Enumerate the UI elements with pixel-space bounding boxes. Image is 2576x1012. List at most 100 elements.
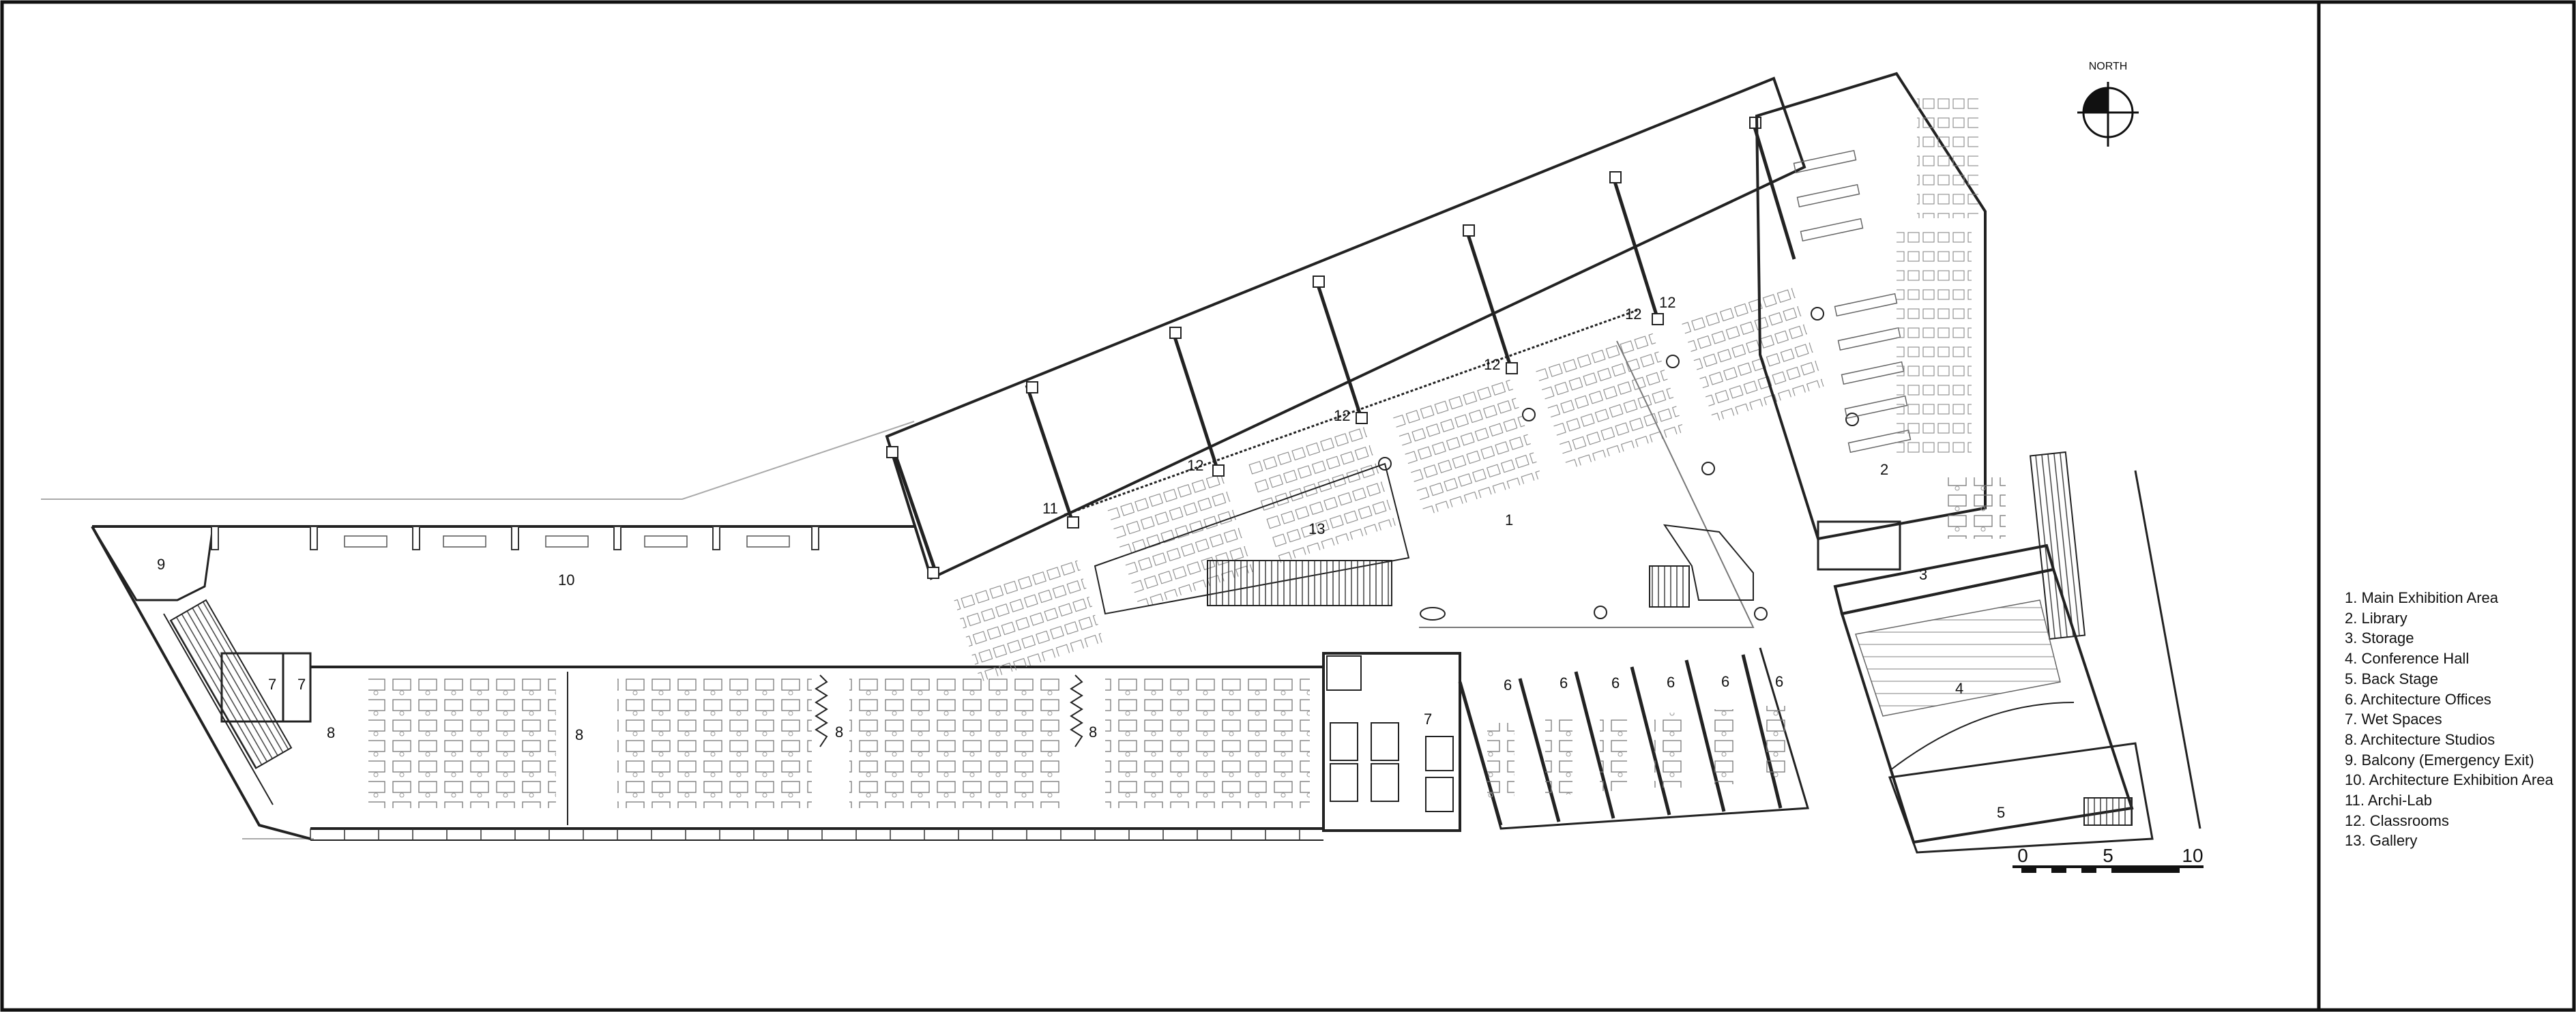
offices-block bbox=[1458, 647, 1809, 830]
scale-tick-5: 5 bbox=[2103, 845, 2113, 866]
classroom-wing bbox=[885, 76, 1824, 682]
studio-desks-a bbox=[368, 675, 556, 808]
library-computer-area bbox=[1941, 477, 2006, 539]
room-legend: 1. Main Exhibition Area 2. Library 3. St… bbox=[2345, 588, 2570, 851]
room-label-12-e: 12 bbox=[1659, 294, 1675, 311]
legend-item-5: 5. Back Stage bbox=[2345, 670, 2438, 687]
toilet-stalls bbox=[1330, 722, 1454, 812]
office-desks bbox=[1487, 706, 1791, 798]
office-dividers bbox=[1458, 654, 1783, 826]
classroom-dividers bbox=[892, 122, 1796, 574]
room-label-8-a: 8 bbox=[327, 724, 335, 741]
central-hall bbox=[1094, 307, 1859, 628]
legend-item-7: 7. Wet Spaces bbox=[2345, 711, 2442, 728]
room-label-7-b: 7 bbox=[297, 676, 306, 693]
exhibition-display-cases bbox=[344, 535, 790, 548]
north-label: NORTH bbox=[2089, 61, 2128, 72]
room-label-7-c: 7 bbox=[1424, 711, 1432, 728]
classroom-wing-corridor-wall bbox=[1064, 309, 1638, 516]
room-label-12-c: 12 bbox=[1484, 356, 1500, 373]
room-label-2: 2 bbox=[1880, 461, 1888, 478]
room-label-3: 3 bbox=[1919, 566, 1927, 583]
legend-item-8: 8. Architecture Studios bbox=[2345, 730, 2496, 748]
back-stage-stair bbox=[2083, 797, 2133, 826]
library-tables bbox=[1793, 149, 1912, 453]
library-reading-seats bbox=[1897, 232, 1972, 457]
room-label-6-f: 6 bbox=[1775, 673, 1783, 690]
west-diagonal-inner bbox=[163, 613, 274, 805]
studio-desks-c bbox=[849, 675, 1064, 808]
gallery-stair bbox=[1207, 560, 1392, 606]
conference-stage-edge bbox=[1889, 702, 2075, 771]
balcony-outline bbox=[91, 525, 214, 601]
exhibition-hall-columns bbox=[211, 526, 819, 550]
room-label-7-a: 7 bbox=[268, 676, 276, 693]
west-diagonal-wall bbox=[91, 526, 311, 840]
classroom-columns bbox=[886, 117, 1761, 579]
room-label-10: 10 bbox=[558, 571, 574, 589]
room-label-6-a: 6 bbox=[1504, 676, 1512, 694]
room-label-12-a: 12 bbox=[1187, 457, 1203, 474]
room-label-4: 4 bbox=[1955, 680, 1963, 697]
wet-space-central bbox=[1322, 652, 1461, 832]
room-label-6-b: 6 bbox=[1560, 674, 1568, 691]
classroom-wing-outline bbox=[885, 76, 1806, 580]
legend-item-12: 12. Classrooms bbox=[2345, 812, 2449, 829]
room-label-9: 9 bbox=[157, 556, 165, 573]
room-labels: 9 10 13 1 11 12 12 12 12 12 2 3 4 5 7 7 … bbox=[157, 294, 2005, 821]
emergency-stair bbox=[169, 599, 293, 769]
main-hall-boundary bbox=[1419, 340, 1755, 628]
conference-hall-seating bbox=[1855, 599, 2061, 717]
studio-desks-b bbox=[617, 675, 812, 808]
classroom-seats bbox=[953, 282, 1824, 682]
legend-item-4: 4. Conference Hall bbox=[2345, 650, 2470, 668]
legend-item-6: 6. Architecture Offices bbox=[2345, 690, 2491, 708]
facade-mullions bbox=[310, 829, 1300, 840]
room-label-13: 13 bbox=[1308, 520, 1325, 537]
studio-folding-partition-2 bbox=[1070, 674, 1083, 747]
main-hall-columns bbox=[1378, 307, 1859, 621]
west-wing bbox=[41, 421, 1461, 841]
room-label-6-e: 6 bbox=[1721, 673, 1729, 690]
main-hall-stair-landing bbox=[1663, 524, 1754, 601]
scale-tick-0: 0 bbox=[2017, 845, 2028, 866]
legend-item-13: 13. Gallery bbox=[2345, 832, 2418, 850]
room-label-5: 5 bbox=[1997, 804, 2005, 821]
wet-space-shaft bbox=[1326, 655, 1362, 691]
scale-bar-segment-1 bbox=[2021, 867, 2036, 873]
room-label-8-d: 8 bbox=[1089, 724, 1097, 741]
legend-item-2: 2. Library bbox=[2345, 609, 2407, 627]
back-stage-outline bbox=[1888, 742, 2154, 854]
scale-tick-10: 10 bbox=[2182, 845, 2203, 866]
main-hall-stair bbox=[1649, 565, 1690, 608]
room-label-12-b: 12 bbox=[1334, 407, 1350, 424]
library-stacks bbox=[1917, 95, 1978, 218]
room-label-1: 1 bbox=[1505, 511, 1513, 529]
scale-bar: 0 5 10 bbox=[2012, 845, 2204, 873]
legend-item-9: 9. Balcony (Emergency Exit) bbox=[2345, 751, 2534, 769]
wet-space-west bbox=[220, 652, 312, 723]
room-label-12-d: 12 bbox=[1625, 306, 1641, 323]
east-facade bbox=[2134, 470, 2201, 829]
studio-desks-d bbox=[1105, 675, 1310, 808]
east-wing bbox=[1755, 72, 2201, 854]
north-arrow: NORTH bbox=[2077, 61, 2139, 147]
room-label-8-b: 8 bbox=[575, 726, 583, 743]
scale-bar-segment-2 bbox=[2051, 867, 2066, 873]
legend-item-1: 1. Main Exhibition Area bbox=[2345, 589, 2499, 606]
legend-item-3: 3. Storage bbox=[2345, 629, 2414, 647]
legend-item-10: 10. Architecture Exhibition Area bbox=[2345, 771, 2553, 789]
legend-item-11: 11. Archi-Lab bbox=[2345, 792, 2433, 809]
north-arrow-fill bbox=[2083, 88, 2108, 113]
scale-bar-segment-3 bbox=[2081, 867, 2096, 873]
gallery-outline bbox=[1094, 462, 1410, 615]
scale-bar-segment-4 bbox=[2111, 867, 2180, 873]
room-label-8-c: 8 bbox=[835, 724, 843, 741]
room-label-6-c: 6 bbox=[1611, 674, 1620, 691]
storage-room bbox=[1817, 520, 1901, 571]
room-label-11: 11 bbox=[1042, 500, 1058, 517]
room-label-6-d: 6 bbox=[1667, 674, 1675, 691]
site-outline bbox=[41, 421, 915, 500]
